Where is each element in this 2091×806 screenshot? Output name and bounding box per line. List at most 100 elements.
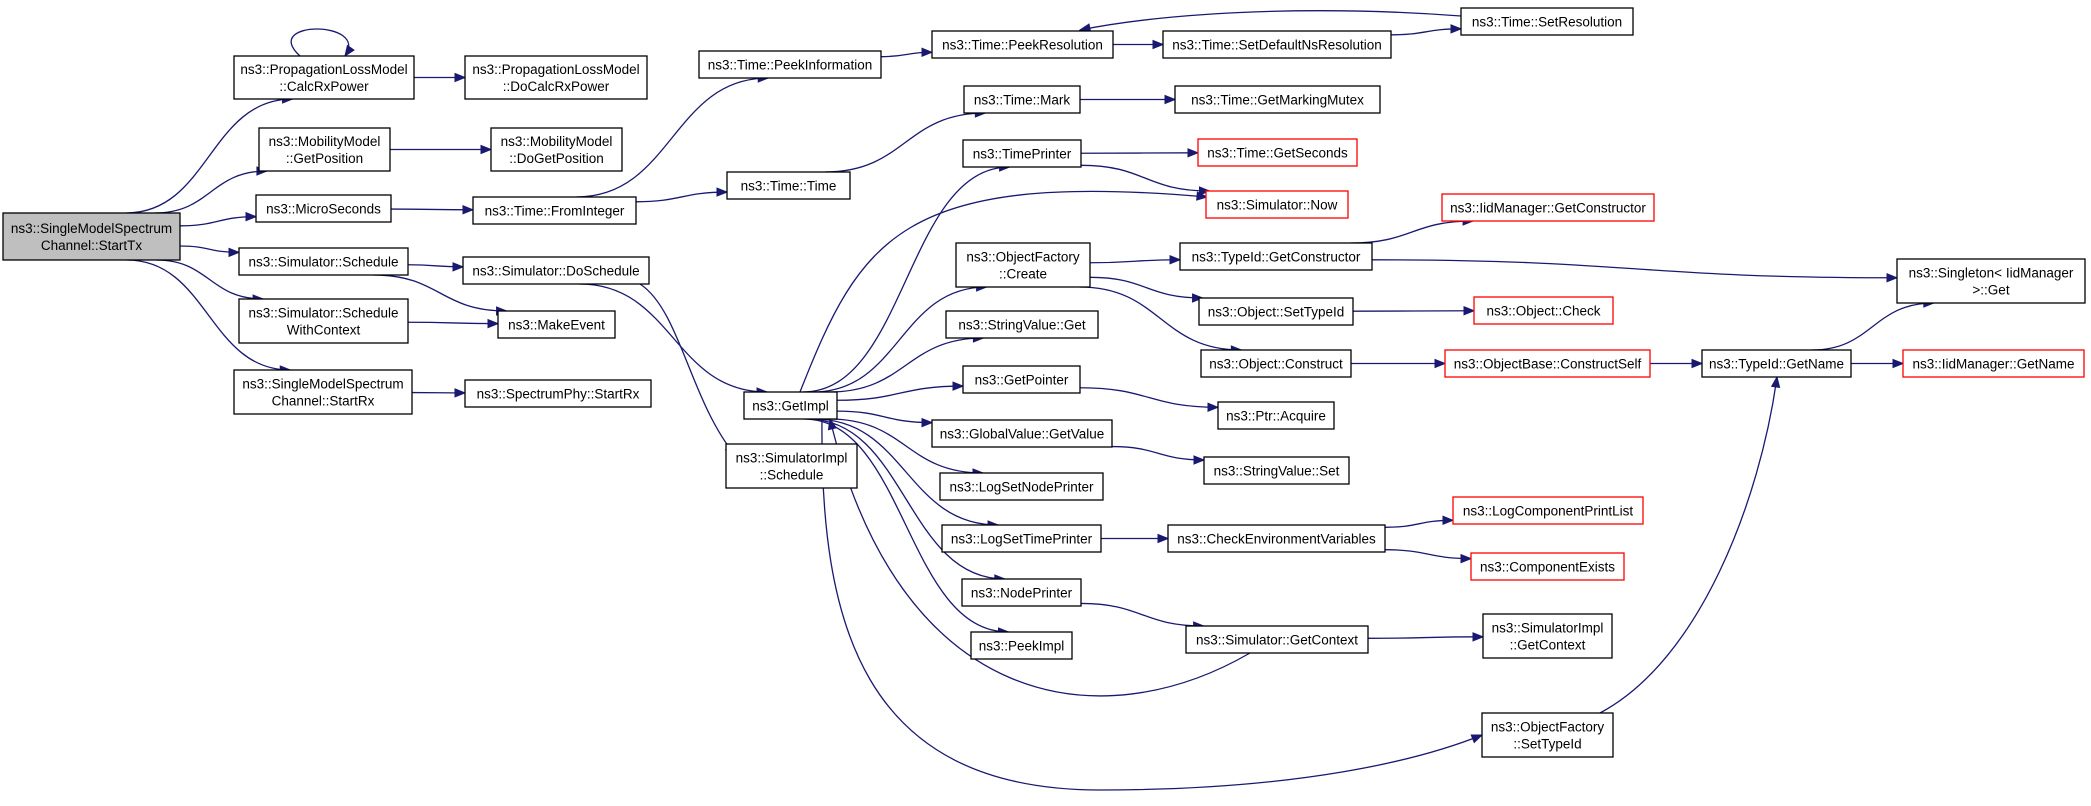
node-label: ::Schedule bbox=[760, 468, 824, 483]
node-label: ::GetPosition bbox=[286, 151, 363, 166]
node-box bbox=[743, 391, 838, 420]
node-box bbox=[1441, 193, 1655, 222]
node-mobility-model-do-get-position[interactable]: ns3::MobilityModel::DoGetPosition bbox=[490, 127, 623, 172]
node-box bbox=[464, 379, 652, 408]
node-component-exists[interactable]: ns3::ComponentExists bbox=[1470, 552, 1625, 581]
edge-arrowhead bbox=[827, 417, 838, 431]
edge-arrowhead bbox=[921, 47, 934, 58]
node-singleton-iid-manager-get[interactable]: ns3::Singleton< IidManager >::Get bbox=[1896, 258, 2086, 304]
edge-arrowhead bbox=[921, 417, 934, 428]
node-box bbox=[962, 139, 1082, 168]
edge-arrowhead bbox=[454, 72, 467, 83]
node-simulator-get-context[interactable]: ns3::Simulator::GetContext bbox=[1185, 625, 1369, 654]
node-object-check[interactable]: ns3::Object::Check bbox=[1473, 296, 1614, 325]
edge-line bbox=[1080, 602, 1204, 627]
node-box bbox=[1701, 349, 1852, 378]
node-label: ::DoCalcRxPower bbox=[503, 79, 610, 94]
node-simulator-impl-schedule[interactable]: ns3::SimulatorImpl::Schedule bbox=[725, 443, 858, 489]
node-string-value-set[interactable]: ns3::StringValue::Set bbox=[1203, 456, 1350, 485]
edge-line bbox=[579, 283, 768, 393]
node-get-impl[interactable]: ns3::GetImpl bbox=[743, 391, 838, 420]
edge-line bbox=[836, 385, 964, 401]
node-label: ns3::Object::SetTypeId bbox=[1208, 305, 1345, 320]
node-label: >::Get bbox=[1972, 283, 2009, 298]
node-label: ns3::Time::SetDefaultNsResolution bbox=[1172, 38, 1382, 53]
node-box bbox=[1460, 7, 1634, 36]
node-time-time[interactable]: ns3::Time::Time bbox=[726, 171, 851, 200]
node-spectrum-phy-start-rx[interactable]: ns3::SpectrumPhy::StartRx bbox=[464, 379, 652, 408]
node-simulator-impl-get-context[interactable]: ns3::SimulatorImpl::GetContext bbox=[1482, 613, 1613, 659]
node-label: ns3::MakeEvent bbox=[508, 318, 605, 333]
node-time-peek-information[interactable]: ns3::Time::PeekInformation bbox=[698, 50, 882, 79]
node-peek-impl[interactable]: ns3::PeekImpl bbox=[970, 631, 1073, 660]
node-iid-manager-get-constructor[interactable]: ns3::IidManager::GetConstructor bbox=[1441, 193, 1655, 222]
node-object-factory-set-type-id[interactable]: ns3::ObjectFactory::SetTypeId bbox=[1481, 712, 1614, 758]
node-label: ns3::PropagationLossModel bbox=[472, 62, 639, 77]
node-time-set-resolution[interactable]: ns3::Time::SetResolution bbox=[1460, 7, 1634, 36]
edge-startTx-to-micro bbox=[179, 211, 258, 227]
node-box bbox=[1200, 349, 1352, 378]
node-label: ns3::PeekImpl bbox=[979, 639, 1065, 654]
node-time-get-marking-mutex[interactable]: ns3::Time::GetMarkingMutex bbox=[1174, 85, 1381, 114]
node-label: ::Create bbox=[999, 267, 1047, 282]
node-mobility-model-get-position[interactable]: ns3::MobilityModel::GetPosition bbox=[258, 127, 391, 172]
edge-getImpl-to-gvGetValue bbox=[836, 410, 934, 428]
edge-timePrinter-to-getSeconds bbox=[1080, 148, 1200, 158]
edge-line bbox=[821, 418, 1483, 791]
node-object-base-construct-self[interactable]: ns3::ObjectBase::ConstructSelf bbox=[1444, 349, 1651, 378]
node-ptr-acquire[interactable]: ns3::Ptr::Acquire bbox=[1217, 401, 1335, 430]
node-get-pointer[interactable]: ns3::GetPointer bbox=[962, 365, 1081, 394]
node-propagation-loss-model-do-calc-rx-power[interactable]: ns3::PropagationLossModel::DoCalcRxPower bbox=[464, 55, 648, 100]
node-time-mark[interactable]: ns3::Time::Mark bbox=[963, 85, 1081, 114]
node-time-peek-resolution[interactable]: ns3::Time::PeekResolution bbox=[931, 30, 1114, 59]
node-label: ns3::MobilityModel bbox=[269, 134, 381, 149]
node-label: ns3::ComponentExists bbox=[1480, 560, 1615, 575]
edge-getPos-to-doGetPos bbox=[390, 144, 493, 155]
node-log-set-node-printer[interactable]: ns3::LogSetNodePrinter bbox=[939, 472, 1104, 501]
node-micro-seconds[interactable]: ns3::MicroSeconds bbox=[255, 194, 392, 223]
node-box bbox=[1470, 552, 1625, 581]
node-label: ns3::Object::Construct bbox=[1209, 357, 1343, 372]
node-object-construct[interactable]: ns3::Object::Construct bbox=[1200, 349, 1352, 378]
node-box bbox=[970, 631, 1073, 660]
edge-time-to-mark bbox=[825, 108, 987, 173]
node-global-value-get-value[interactable]: ns3::GlobalValue::GetValue bbox=[931, 419, 1113, 448]
node-time-from-integer[interactable]: ns3::Time::FromInteger bbox=[472, 196, 637, 225]
node-log-component-print-list[interactable]: ns3::LogComponentPrintList bbox=[1452, 496, 1644, 525]
node-label: ns3::GlobalValue::GetValue bbox=[940, 427, 1105, 442]
edge-setRes-to-peekRes bbox=[1078, 10, 1462, 33]
node-label: ns3::SingleModelSpectrum bbox=[242, 377, 403, 392]
edge-arrowhead bbox=[454, 388, 467, 398]
edge-arrowhead bbox=[1152, 39, 1165, 50]
node-make-event[interactable]: ns3::MakeEvent bbox=[497, 310, 616, 339]
edge-arrowhead bbox=[344, 44, 355, 58]
node-box bbox=[698, 50, 882, 79]
node-time-get-seconds[interactable]: ns3::Time::GetSeconds bbox=[1197, 138, 1358, 167]
edge-tidGetName-to-singletonGet bbox=[1811, 298, 1936, 351]
node-object-factory-create[interactable]: ns3::ObjectFactory::Create bbox=[955, 242, 1091, 288]
node-check-environment-variables[interactable]: ns3::CheckEnvironmentVariables bbox=[1167, 524, 1386, 553]
node-log-set-time-printer[interactable]: ns3::LogSetTimePrinter bbox=[941, 524, 1102, 553]
node-time-printer[interactable]: ns3::TimePrinter bbox=[962, 139, 1082, 168]
node-simulator-do-schedule[interactable]: ns3::Simulator::DoSchedule bbox=[462, 256, 650, 285]
node-label: ns3::Time::PeekResolution bbox=[942, 38, 1103, 53]
edge-arrowhead bbox=[1199, 186, 1211, 196]
node-simulator-now[interactable]: ns3::Simulator::Now bbox=[1205, 190, 1349, 219]
node-label: ns3::Simulator::Now bbox=[1217, 198, 1338, 213]
node-propagation-loss-model-calc-rx-power[interactable]: ns3::PropagationLossModel::CalcRxPower bbox=[233, 55, 415, 100]
edge-calcRx-to-doCalcRx bbox=[414, 72, 467, 83]
node-iid-manager-get-name[interactable]: ns3::IidManager::GetName bbox=[1902, 349, 2085, 378]
node-label: ns3::StringValue::Get bbox=[958, 318, 1086, 333]
node-node-printer[interactable]: ns3::NodePrinter bbox=[961, 578, 1082, 607]
edge-arrowhead bbox=[1450, 24, 1463, 34]
node-string-value-get[interactable]: ns3::StringValue::Get bbox=[945, 310, 1099, 339]
node-simulator-schedule[interactable]: ns3::Simulator::Schedule bbox=[238, 247, 409, 276]
node-type-id-get-constructor[interactable]: ns3::TypeId::GetConstructor bbox=[1179, 242, 1373, 271]
node-time-set-default-ns-resolution[interactable]: ns3::Time::SetDefaultNsResolution bbox=[1162, 30, 1392, 59]
node-object-set-type-id[interactable]: ns3::Object::SetTypeId bbox=[1198, 297, 1354, 326]
node-label: ::GetContext bbox=[1510, 638, 1586, 653]
node-type-id-get-name[interactable]: ns3::TypeId::GetName bbox=[1701, 349, 1852, 378]
